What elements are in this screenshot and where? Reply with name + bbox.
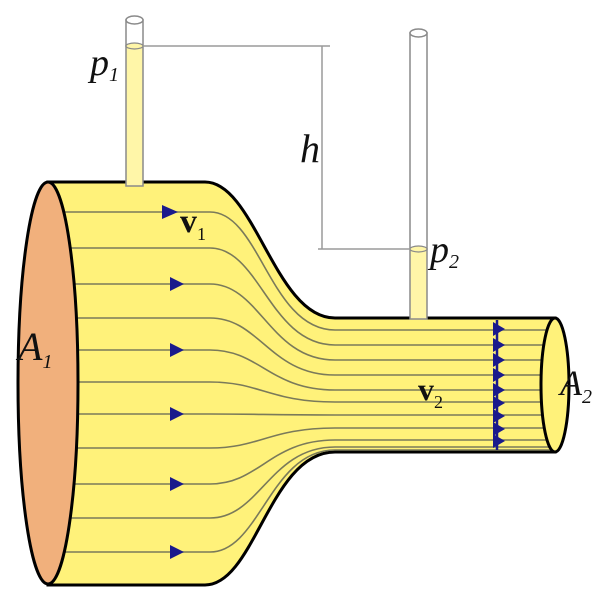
streamline — [48, 247, 555, 346]
streamline — [48, 446, 555, 519]
pressure-tube-1 — [125, 15, 144, 187]
flow-arrow — [493, 383, 505, 397]
streamline — [48, 381, 555, 403]
flow-arrow — [493, 338, 505, 352]
label-v1: v1 — [180, 203, 206, 244]
streamline — [48, 349, 555, 391]
streamlines — [48, 211, 555, 553]
flow-arrow — [170, 407, 184, 421]
label-p1: p1 — [87, 42, 119, 86]
pipe-body — [46, 180, 557, 587]
flow-arrow — [493, 353, 505, 367]
flow-arrow — [493, 368, 505, 382]
streamline — [48, 413, 555, 416]
label-p2: p2 — [427, 229, 459, 273]
flow-arrow — [170, 343, 184, 357]
label-A2: A2 — [558, 363, 592, 408]
flow-arrow — [493, 396, 505, 410]
flow-arrow — [493, 422, 505, 436]
flow-arrow — [493, 322, 505, 336]
inlet-arrows — [162, 205, 184, 559]
outlet-arrows — [493, 322, 505, 448]
label-v2: v2 — [418, 371, 443, 412]
label-A1: A1 — [15, 324, 52, 373]
height-guide — [143, 45, 410, 250]
flow-arrow — [493, 409, 505, 423]
label-h: h — [300, 126, 320, 171]
pressure-tube-2 — [409, 28, 428, 320]
outlet-face — [539, 316, 571, 454]
flow-arrow — [493, 434, 505, 448]
flow-arrow — [170, 545, 184, 559]
flow-arrow — [162, 205, 178, 219]
streamline — [48, 211, 555, 331]
streamline — [48, 439, 555, 485]
inlet-face — [16, 180, 80, 586]
streamline — [48, 427, 555, 449]
flow-arrow — [170, 277, 184, 291]
flow-arrow — [170, 477, 184, 491]
streamline — [48, 317, 555, 376]
streamline — [48, 449, 555, 553]
streamline — [48, 283, 555, 361]
